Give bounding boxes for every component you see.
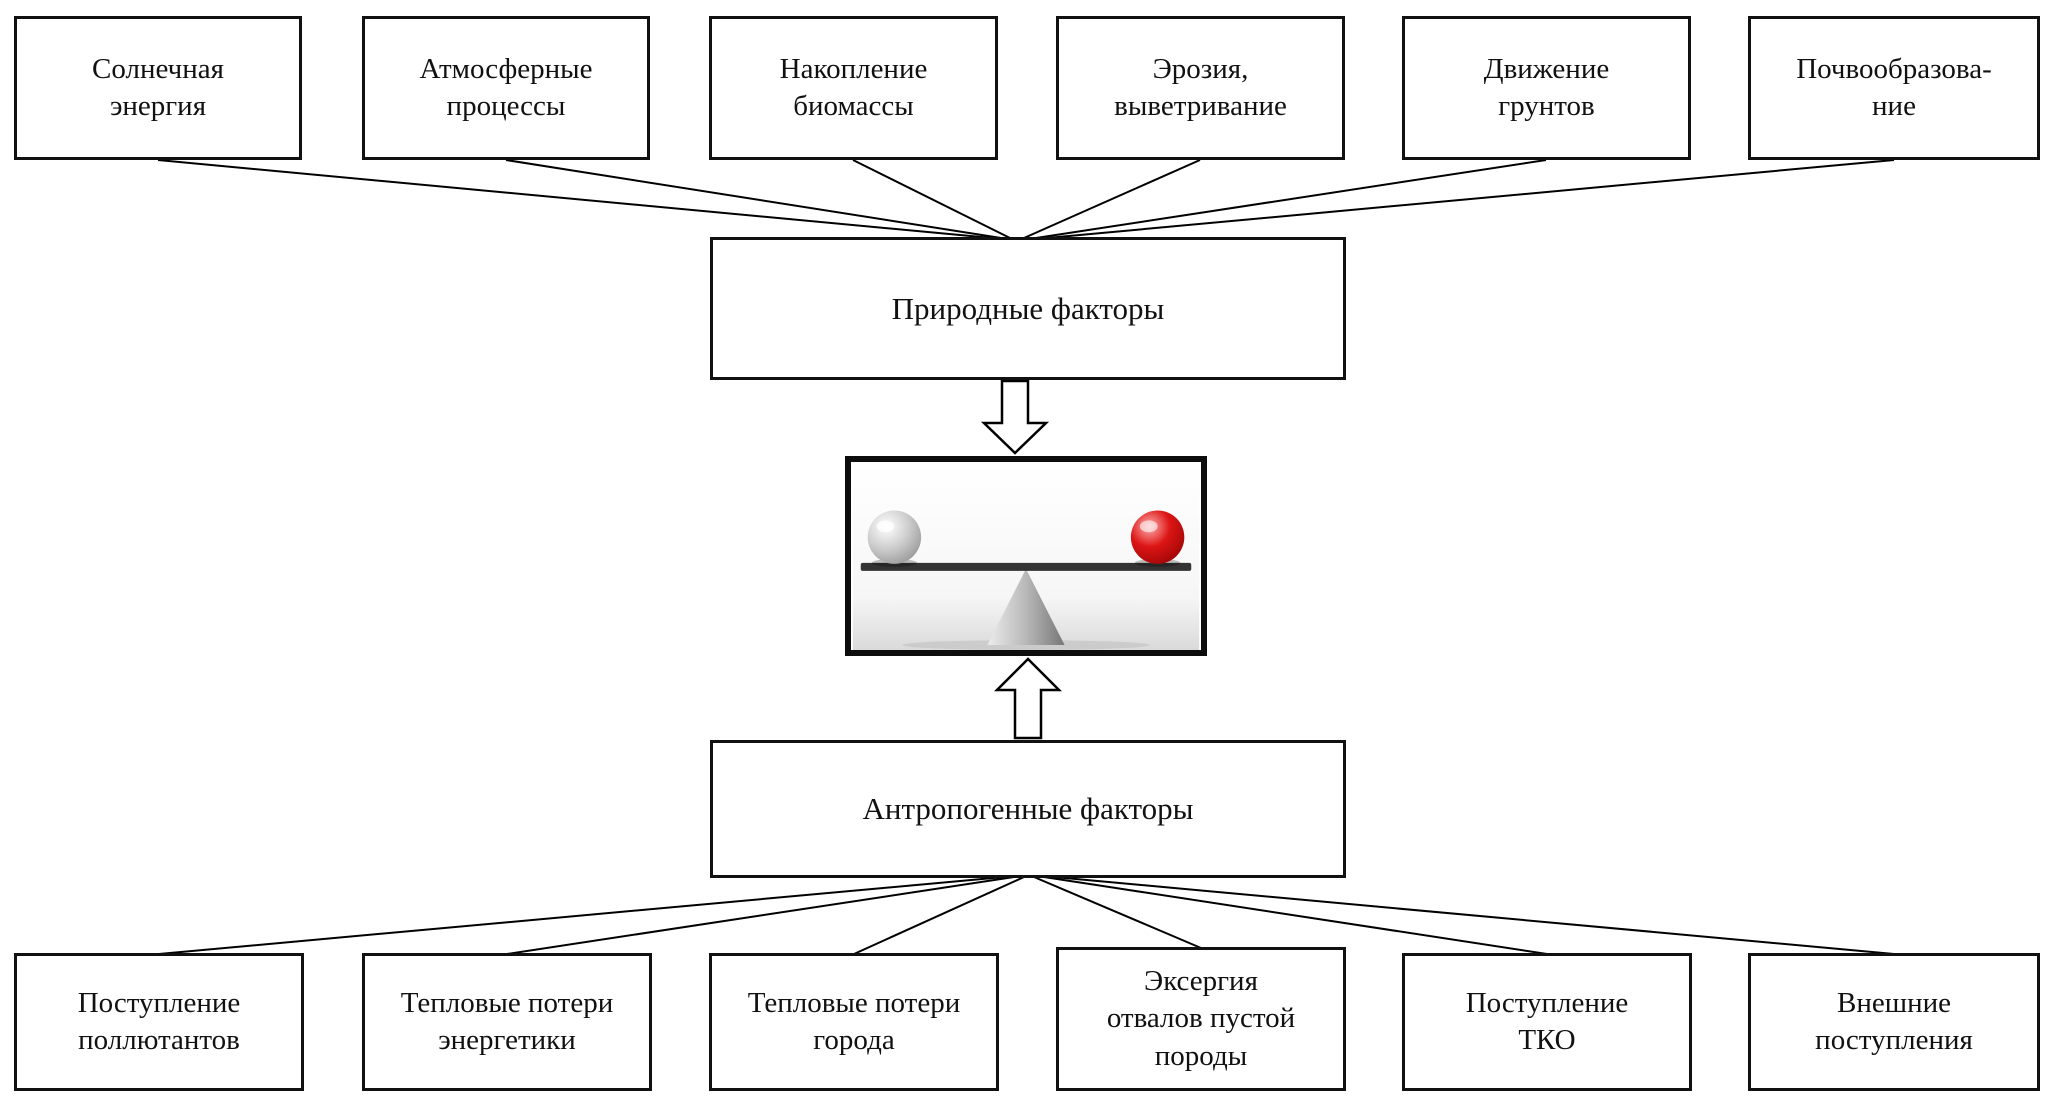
box-city-heat-losses: Тепловые потери города [709, 953, 999, 1091]
box-label: Поступление поллютантов [77, 986, 241, 1056]
box-biomass-accumulation: Накопление биомассы [709, 16, 998, 160]
box-label: Поступление ТКО [1465, 986, 1629, 1056]
up-arrow-icon [993, 657, 1063, 740]
balance-scale-graphic [852, 462, 1200, 650]
box-label: Почвообразова- ние [1796, 52, 1992, 122]
box-erosion-weathering: Эрозия, выветривание [1056, 16, 1345, 160]
box-label: Движение грунтов [1483, 52, 1610, 122]
box-label: Солнечная энергия [92, 52, 224, 122]
silver-sphere-highlight [876, 520, 895, 533]
silver-sphere [867, 510, 922, 564]
natural-factors-label: Природные факторы [891, 290, 1165, 326]
balance-scale-image [845, 456, 1207, 656]
box-label: Тепловые потери энергетики [400, 986, 614, 1056]
box-label: Эксергия отвалов пустой породы [1106, 965, 1296, 1072]
natural-factors-box: Природные факторы [710, 237, 1346, 380]
box-label: Атмосферные процессы [419, 52, 593, 122]
box-label: Накопление биомассы [779, 52, 928, 122]
box-external-inputs: Внешние поступления [1748, 953, 2040, 1091]
anthropogenic-factor-lines [158, 876, 1895, 955]
box-label: Внешние поступления [1815, 986, 1973, 1056]
box-solar-energy: Солнечная энергия [14, 16, 302, 160]
natural-factor-lines [157, 159, 1895, 239]
anthropogenic-factors-label: Антропогенные факторы [862, 791, 1194, 827]
red-sphere-highlight [1139, 520, 1158, 533]
box-label: Тепловые потери города [747, 986, 961, 1056]
box-soil-formation: Почвообразова- ние [1748, 16, 2040, 160]
box-atmospheric-processes: Атмосферные процессы [362, 16, 650, 160]
pyramid-fulcrum [987, 568, 1065, 646]
box-msw-input: Поступление ТКО [1402, 953, 1692, 1091]
down-arrow-icon [980, 379, 1050, 455]
box-waste-rock-exergy: Эксергия отвалов пустой породы [1056, 947, 1346, 1091]
box-pollutant-input: Поступление поллютантов [14, 953, 304, 1091]
balance-plank [860, 562, 1192, 571]
box-ground-movement: Движение грунтов [1402, 16, 1691, 160]
box-label: Эрозия, выветривание [1114, 52, 1287, 122]
box-energy-heat-losses: Тепловые потери энергетики [362, 953, 652, 1091]
ground-shadow [902, 640, 1150, 650]
anthropogenic-factors-box: Антропогенные факторы [710, 740, 1346, 878]
red-sphere [1130, 510, 1185, 564]
